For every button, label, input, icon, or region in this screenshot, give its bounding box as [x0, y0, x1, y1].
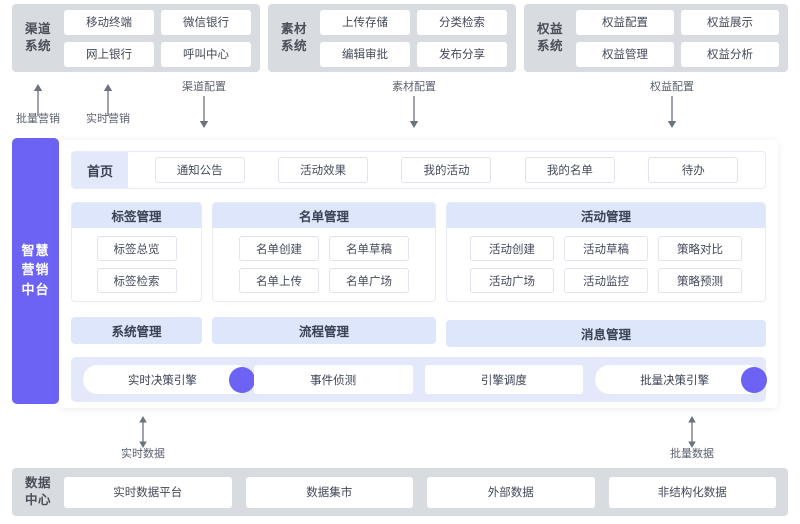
item-strategy-forecast[interactable]: 策略预测 [658, 268, 742, 293]
module-tag-management-title: 标签管理 [72, 203, 201, 228]
engine-batch-decision[interactable]: 批量决策引擎 [595, 365, 767, 394]
tab-my-lists[interactable]: 我的名单 [524, 157, 615, 183]
arrow-label-realtime-data: 实时数据 [121, 447, 165, 460]
engine-strip: 实时决策引擎 事件侦测 引擎调度 批量决策引擎 [71, 357, 767, 402]
module-campaign-management-title: 活动管理 [447, 203, 765, 228]
arrow-bidirectional-batch-data-icon [688, 416, 696, 448]
module-list-management-items: 名单创建 名单草稿 名单上传 名单广场 [213, 228, 435, 301]
rights-system-cells: 权益配置 权益展示 权益管理 权益分析 [576, 9, 788, 67]
arrow-down-rights-config-icon [667, 96, 677, 128]
material-system-group: 素材 系统 上传存储 分类检索 编辑审批 发布分享 [268, 4, 516, 72]
item-list-upload[interactable]: 名单上传 [239, 268, 319, 293]
data-center-cells: 实时数据平台 数据集市 外部数据 非结构化数据 [64, 476, 788, 508]
sys-cell-wechat-bank[interactable]: 微信银行 [161, 9, 251, 35]
module-tag-management-items: 标签总览 标签检索 [72, 228, 201, 301]
dc-cell-unstructured-data[interactable]: 非结构化数据 [608, 476, 776, 508]
engine-event-detection-label: 事件侦测 [310, 372, 357, 387]
tab-notice-announcement[interactable]: 通知公告 [154, 157, 245, 183]
sys-cell-rights-config[interactable]: 权益配置 [576, 9, 674, 35]
sys-cell-rights-analysis[interactable]: 权益分析 [681, 41, 779, 67]
arrow-up-realtime-marketing-icon [103, 84, 113, 116]
sys-cell-rights-display[interactable]: 权益展示 [681, 9, 779, 35]
platform-rail-label: 智慧 营销 中台 [12, 138, 59, 404]
item-campaign-draft[interactable]: 活动草稿 [564, 236, 648, 261]
bar-process-management[interactable]: 流程管理 [212, 317, 436, 344]
bar-system-management[interactable]: 系统管理 [71, 317, 202, 344]
sys-cell-rights-manage[interactable]: 权益管理 [576, 41, 674, 67]
engine-realtime-decision-label: 实时决策引擎 [127, 372, 197, 387]
tab-campaign-effect[interactable]: 活动效果 [278, 157, 369, 183]
module-list-management-title: 名单管理 [213, 203, 435, 228]
item-campaign-monitor[interactable]: 活动监控 [564, 268, 648, 293]
engine-realtime-decision-dot-icon [228, 366, 255, 393]
tab-home[interactable]: 首页 [72, 152, 128, 188]
item-list-plaza[interactable]: 名单广场 [329, 268, 409, 293]
arrow-label-material-config: 素材配置 [392, 80, 436, 93]
arrow-up-batch-marketing-icon [33, 84, 43, 116]
arrow-label-rights-config: 权益配置 [650, 80, 694, 93]
module-list-management: 名单管理 名单创建 名单草稿 名单上传 名单广场 [212, 202, 436, 302]
channel-system-group: 渠道 系统 移动终端 微信银行 网上银行 呼叫中心 [12, 4, 260, 72]
item-list-draft[interactable]: 名单草稿 [329, 236, 409, 261]
data-center-group: 数据 中心 实时数据平台 数据集市 外部数据 非结构化数据 [12, 468, 788, 516]
item-campaign-plaza[interactable]: 活动广场 [470, 268, 554, 293]
item-campaign-create[interactable]: 活动创建 [470, 236, 554, 261]
arrow-label-realtime-marketing: 实时营销 [86, 112, 130, 125]
sys-cell-publish-share[interactable]: 发布分享 [417, 41, 507, 67]
module-campaign-management-items: 活动创建 活动草稿 策略对比 活动广场 活动监控 策略预测 [447, 228, 765, 301]
engine-event-detection[interactable]: 事件侦测 [253, 365, 413, 394]
material-system-cells: 上传存储 分类检索 编辑审批 发布分享 [320, 9, 516, 67]
dc-cell-external-data[interactable]: 外部数据 [427, 476, 595, 508]
bar-message-management[interactable]: 消息管理 [446, 320, 766, 347]
engine-batch-decision-dot-icon [741, 366, 767, 393]
sys-cell-category-search[interactable]: 分类检索 [417, 9, 507, 35]
sys-cell-call-center[interactable]: 呼叫中心 [161, 41, 251, 67]
arrow-label-batch-data: 批量数据 [670, 447, 714, 460]
sys-cell-upload-storage[interactable]: 上传存储 [320, 9, 410, 35]
rights-system-group: 权益 系统 权益配置 权益展示 权益管理 权益分析 [524, 4, 788, 72]
arrow-label-channel-config: 渠道配置 [182, 80, 226, 93]
arrow-down-material-config-icon [409, 96, 419, 128]
item-tag-search[interactable]: 标签检索 [96, 268, 177, 293]
sys-cell-online-bank[interactable]: 网上银行 [64, 41, 154, 67]
sys-cell-edit-approval[interactable]: 编辑审批 [320, 41, 410, 67]
platform-tabstrip: 首页 通知公告 活动效果 我的活动 我的名单 待办 [71, 151, 766, 189]
material-system-label: 素材 系统 [280, 21, 307, 53]
engine-realtime-decision[interactable]: 实时决策引擎 [83, 365, 255, 394]
sys-cell-mobile-terminal[interactable]: 移动终端 [64, 9, 154, 35]
arrow-down-channel-config-icon [199, 96, 209, 128]
tab-my-campaigns[interactable]: 我的活动 [401, 157, 492, 183]
channel-system-label: 渠道 系统 [24, 21, 51, 53]
module-tag-management: 标签管理 标签总览 标签检索 [71, 202, 202, 302]
channel-system-cells: 移动终端 微信银行 网上银行 呼叫中心 [64, 9, 260, 67]
item-list-create[interactable]: 名单创建 [239, 236, 319, 261]
tab-list: 通知公告 活动效果 我的活动 我的名单 待办 [128, 152, 765, 188]
engine-scheduling-label: 引擎调度 [480, 372, 527, 387]
item-strategy-compare[interactable]: 策略对比 [658, 236, 742, 261]
rights-system-label: 权益 系统 [536, 21, 563, 53]
dc-cell-data-mart[interactable]: 数据集市 [245, 476, 413, 508]
engine-batch-decision-label: 批量决策引擎 [640, 372, 710, 387]
engine-scheduling[interactable]: 引擎调度 [424, 365, 584, 394]
module-campaign-management: 活动管理 活动创建 活动草稿 策略对比 活动广场 活动监控 策略预测 [446, 202, 766, 302]
tab-todo[interactable]: 待办 [648, 157, 739, 183]
dc-cell-realtime-data-platform[interactable]: 实时数据平台 [64, 476, 232, 508]
arrow-label-batch-marketing: 批量营销 [16, 112, 60, 125]
arrow-bidirectional-realtime-data-icon [139, 416, 147, 448]
data-center-label: 数据 中心 [24, 475, 51, 507]
item-tag-overview[interactable]: 标签总览 [96, 236, 177, 261]
